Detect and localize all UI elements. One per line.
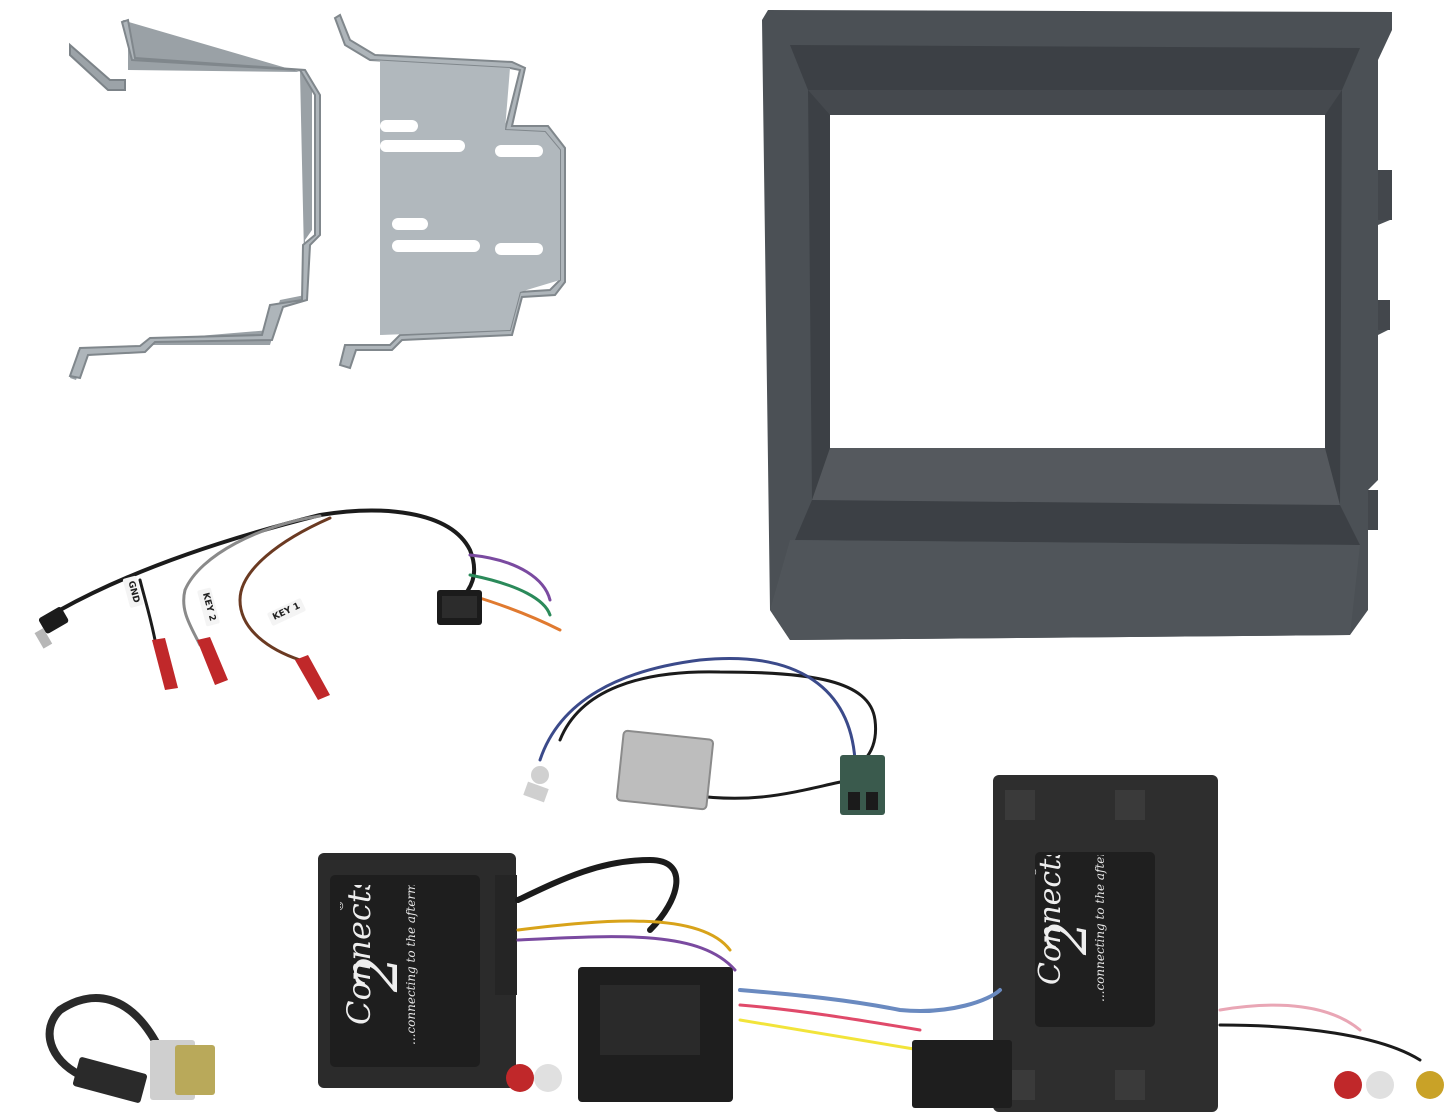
fascia-panel [762, 10, 1392, 640]
brand-registered-right: ® [1035, 866, 1039, 878]
mounting-bracket-left [68, 18, 321, 380]
mounting-bracket-right [333, 13, 566, 370]
brand-logo-left: Connects 2 ® ...connecting to the afterm… [340, 885, 418, 1045]
brand-name-right: Connects [1035, 855, 1068, 985]
vehicle-wiring-loom [506, 856, 1444, 1108]
brand-tagline-left: ...connecting to the aftermarket [404, 885, 418, 1045]
steering-control-harness [34, 508, 562, 700]
interface-module-left [318, 853, 517, 1088]
usb-fakra-lead [45, 994, 215, 1103]
brand-tagline-right: ...connecting to the aftermarket [1093, 855, 1107, 1002]
brand-registered-left: ® [340, 900, 346, 912]
brand-logo-right: Connects 2 ® ...connecting to the afterm… [1035, 855, 1107, 1002]
brand-name-left: Connects [340, 885, 378, 1025]
interface-module-right [993, 775, 1218, 1112]
brand-number-left: 2 [343, 955, 411, 993]
brand-number-right: 2 [1036, 921, 1099, 956]
antenna-adapter [523, 657, 885, 815]
